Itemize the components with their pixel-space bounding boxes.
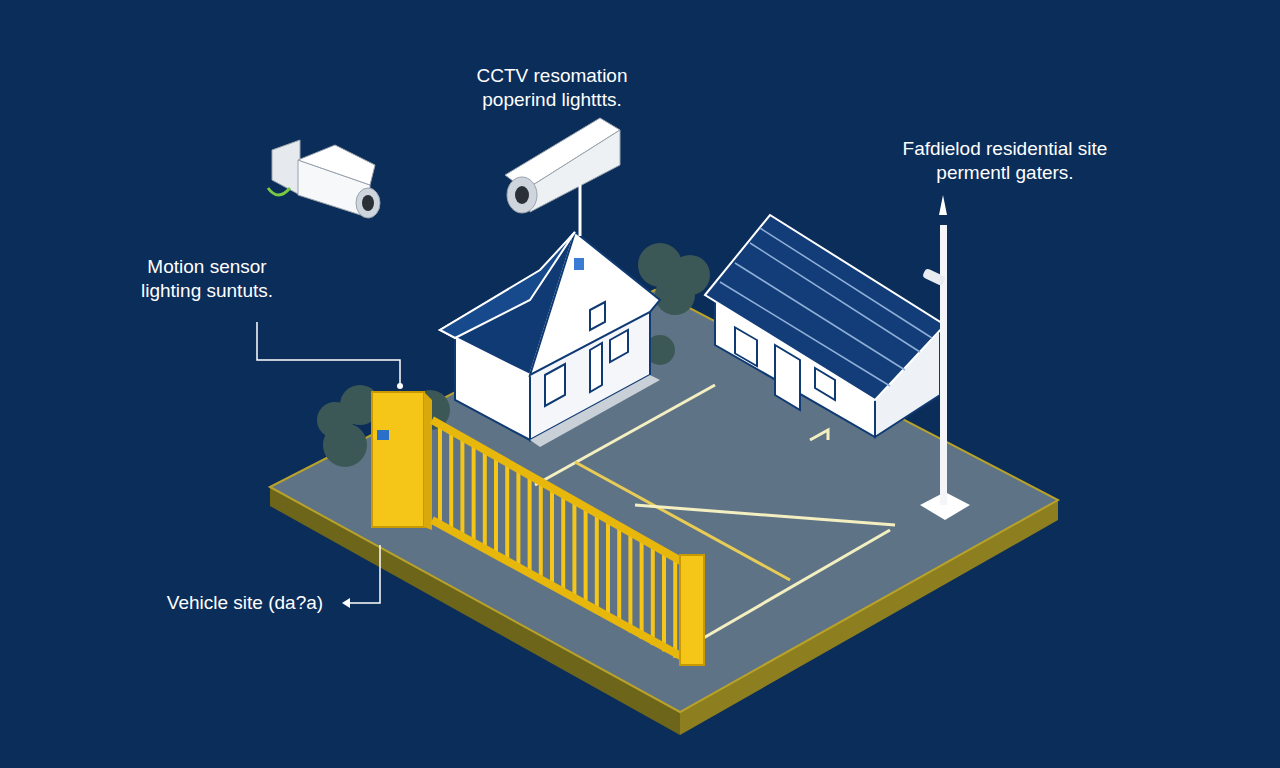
gate-bar [651,545,655,645]
gate-pillar [372,392,424,527]
cctv-camera [268,140,380,218]
parking-line [810,430,828,440]
gate-post [680,555,704,665]
gate-pillar [424,392,432,530]
gate-bar [550,488,554,588]
gate-bar [449,431,453,531]
callout-label: Fafdielod residential site permentl gate… [890,137,1120,185]
gate-bar [662,551,666,651]
porch [530,375,660,447]
cctv-camera [505,118,620,236]
gate-bar [505,463,509,563]
leader-line [257,322,400,386]
leader-arrow [342,598,350,608]
parking-line [700,530,890,640]
leader-dot [397,383,403,389]
pole-camera [922,268,946,286]
gate-bar [561,494,565,594]
roof-stripes [720,228,932,386]
gate-bar [640,539,644,639]
gate-bar [460,437,464,537]
gate-bar [628,532,632,632]
pole-tip [939,195,947,215]
door [775,345,800,410]
parking-line [635,505,895,525]
window [545,364,565,406]
gate-bar [494,456,498,556]
keypad [377,430,389,440]
gate-bar [539,482,543,582]
door [590,343,602,392]
gate-bar [584,507,588,607]
house-roof [440,232,575,338]
gate-bar [438,425,442,525]
roof-vent [574,258,584,270]
gate-bar [673,558,677,658]
house-roof [705,215,945,400]
gate-bar [606,520,610,620]
platform-top [270,290,1058,712]
window [610,330,628,362]
window [815,368,835,400]
gate-bar [617,526,621,626]
callout-label: CCTV resomation poperind lighttts. [462,64,642,112]
window [735,327,757,366]
gate-bar [483,450,487,550]
gate-bar [516,469,520,569]
gate-bar [572,501,576,601]
callout-label: Motion sensor lighting suntuts. [118,255,296,303]
gate-bar [528,475,532,575]
callout-label: Vehicle site (da?a) [150,591,340,615]
window [590,302,605,330]
leader-line [348,545,380,603]
light-pole [940,225,947,505]
gate-bar [472,444,476,544]
gate-bar [595,513,599,613]
gate-rail [432,520,688,660]
